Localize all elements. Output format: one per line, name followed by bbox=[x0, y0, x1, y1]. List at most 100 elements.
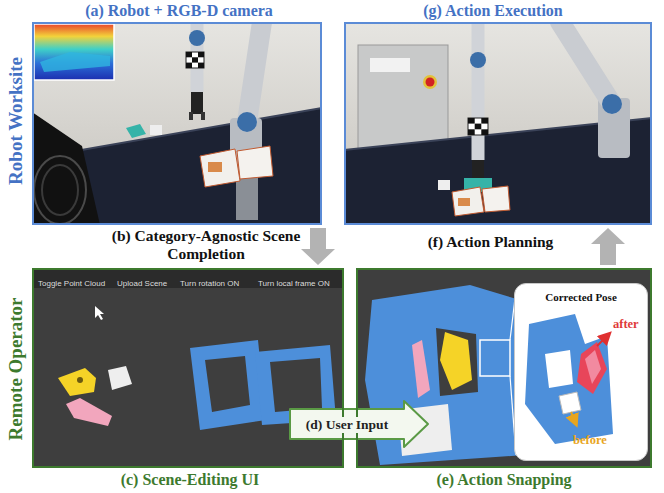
drawing-rect bbox=[370, 58, 410, 72]
drawing-line bbox=[70, 108, 322, 152]
drawing-rect bbox=[186, 63, 192, 68]
drawing-polygon bbox=[40, 52, 110, 72]
edge-label: (f) Action Planning bbox=[428, 233, 554, 251]
drawing-circle bbox=[237, 112, 257, 132]
drawing-rect bbox=[34, 24, 114, 80]
drawing-polygon bbox=[95, 306, 104, 320]
panel-title: (g) Action Execution bbox=[423, 2, 563, 20]
panel-title: (e) Action Snapping bbox=[436, 471, 571, 489]
drawing-rect bbox=[186, 52, 192, 57]
drawing-path bbox=[190, 340, 266, 430]
drawing-rect bbox=[358, 45, 448, 155]
drawing-circle bbox=[602, 94, 622, 114]
drawing-rect bbox=[192, 57, 198, 62]
drawing-circle bbox=[426, 78, 435, 87]
text-slot: (d) User Input bbox=[285, 415, 409, 433]
toolbar-button: Turn local frame ON bbox=[258, 279, 330, 288]
drawing-polygon bbox=[70, 108, 322, 225]
drawing-rect bbox=[468, 129, 475, 135]
text-slot: after bbox=[613, 314, 647, 332]
drawing-rect bbox=[189, 112, 193, 120]
drawing-rect bbox=[208, 162, 222, 172]
drawing-rect bbox=[458, 198, 470, 206]
drawing-polygon bbox=[577, 342, 607, 394]
text-slot: Remote Operator bbox=[5, 264, 27, 474]
drawing-rect bbox=[438, 180, 450, 190]
text-slot: Corrected Pose bbox=[518, 287, 644, 305]
drawing-ellipse bbox=[34, 156, 86, 224]
drawing-rect bbox=[472, 160, 484, 178]
text-slot: before bbox=[573, 430, 633, 448]
drawing-line bbox=[571, 412, 576, 424]
drawing-line bbox=[472, 22, 485, 160]
photo-panel: (a) Robot + RGB-D camera bbox=[32, 22, 322, 225]
toolbar-button: Turn rotation ON bbox=[180, 279, 239, 288]
drawing-rect bbox=[32, 22, 322, 225]
drawing-rect bbox=[186, 52, 204, 68]
ui-panel: (c) Scene-Editing UI bbox=[32, 268, 344, 468]
drawing-ellipse bbox=[42, 165, 78, 215]
text-slot: (c) Scene-Editing UI bbox=[28, 471, 352, 489]
robot-photo bbox=[32, 22, 322, 225]
drawing-polygon bbox=[559, 392, 581, 414]
drawing-rect bbox=[480, 340, 510, 376]
text-slot: (f) Action Planning bbox=[403, 233, 578, 251]
text-slot: (b) Category-Agnostic Scene Completion bbox=[106, 227, 306, 263]
toolbar-button: Upload Scene bbox=[117, 279, 167, 288]
callout-text: Corrected Pose bbox=[545, 291, 617, 304]
drawing-polygon bbox=[66, 398, 112, 426]
drawing-rect bbox=[475, 124, 482, 130]
drawing-line bbox=[247, 22, 262, 122]
block-arrow bbox=[591, 228, 625, 265]
edge-label: (d) User Input bbox=[303, 417, 391, 433]
photo-panel: (g) Action Execution bbox=[344, 22, 652, 225]
text-slot: (a) Robot + RGB-D camera bbox=[24, 2, 334, 20]
block-arrow bbox=[301, 228, 335, 265]
drawing-polygon bbox=[58, 368, 96, 396]
drawing-polygon bbox=[440, 332, 472, 390]
drawing-rect bbox=[198, 63, 204, 68]
drawing-path bbox=[525, 314, 613, 444]
drawing-rect bbox=[150, 125, 162, 135]
text-slot: Turn local frame ON bbox=[258, 272, 340, 290]
text-slot: Upload Scene bbox=[117, 272, 175, 290]
drawing-polygon bbox=[585, 350, 601, 384]
drawing-circle bbox=[470, 52, 486, 68]
drawing-polygon bbox=[126, 124, 146, 138]
side-label: Robot Worksite bbox=[5, 57, 27, 185]
callout-box: Corrected Pose after before bbox=[514, 283, 648, 461]
callout-text: before bbox=[573, 433, 607, 447]
drawing-rect bbox=[481, 118, 488, 124]
drawing-circle bbox=[77, 377, 83, 383]
drawing-circle bbox=[189, 30, 205, 46]
block-arrow bbox=[290, 401, 428, 447]
drawing-polygon bbox=[482, 186, 510, 212]
drawing-line bbox=[560, 22, 612, 104]
drawing-rect bbox=[468, 118, 475, 124]
drawing-rect bbox=[481, 129, 488, 135]
drawing-polygon bbox=[108, 366, 132, 390]
drawing-polygon bbox=[200, 149, 240, 187]
drawing-rect bbox=[201, 112, 205, 120]
drawing-rect bbox=[32, 268, 344, 288]
edge-label: (b) Category-Agnostic Scene Completion bbox=[106, 227, 306, 263]
panel-title: (a) Robot + RGB-D camera bbox=[85, 2, 273, 20]
text-slot: Toggle Point Cloud bbox=[38, 272, 112, 290]
drawing-line bbox=[597, 334, 609, 346]
text-slot: Turn rotation ON bbox=[180, 272, 254, 290]
drawing-polygon bbox=[237, 146, 273, 179]
callout-text: after bbox=[613, 317, 639, 331]
text-slot: (e) Action Snapping bbox=[352, 471, 656, 489]
toolbar-button: Toggle Point Cloud bbox=[38, 279, 105, 288]
execution-photo bbox=[344, 22, 652, 225]
side-label: Remote Operator bbox=[5, 297, 27, 440]
panel-title: (c) Scene-Editing UI bbox=[121, 471, 260, 489]
drawing-circle bbox=[423, 75, 437, 89]
drawing-rect bbox=[198, 52, 204, 57]
drawing-polygon bbox=[452, 187, 484, 216]
text-slot: (g) Action Execution bbox=[334, 2, 652, 20]
drawing-rect bbox=[191, 92, 203, 114]
drawing-polygon bbox=[412, 340, 430, 398]
drawing-rect bbox=[344, 22, 652, 225]
